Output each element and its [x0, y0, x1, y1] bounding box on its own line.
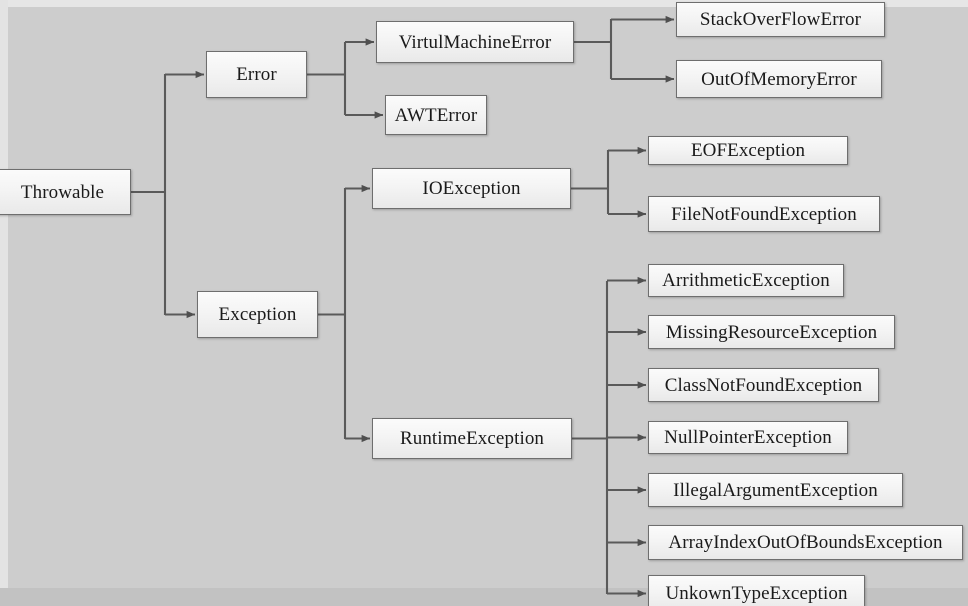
- node-label: ArrithmeticException: [662, 270, 830, 291]
- node-virtulmachineerror[interactable]: VirtulMachineError: [376, 21, 574, 63]
- node-label: MissingResourceException: [665, 321, 878, 343]
- node-classnotfoundexception[interactable]: ClassNotFoundException: [648, 368, 879, 402]
- node-ioexception[interactable]: IOException: [372, 168, 571, 209]
- node-label: FileNotFoundException: [671, 203, 857, 225]
- node-label: ClassNotFoundException: [664, 374, 863, 396]
- node-label: Exception: [218, 304, 297, 325]
- frame-edge-top: [0, 0, 968, 7]
- node-eofexception[interactable]: EOFException: [648, 136, 848, 165]
- node-filenotfoundexception[interactable]: FileNotFoundException: [648, 196, 880, 232]
- node-exception[interactable]: Exception: [197, 291, 318, 338]
- node-label: OutOfMemoryError: [701, 68, 857, 90]
- node-label: VirtulMachineError: [398, 31, 552, 53]
- node-label: Error: [236, 64, 277, 85]
- node-label: Throwable: [20, 181, 105, 203]
- node-missingresourceexception[interactable]: MissingResourceException: [648, 315, 895, 349]
- node-outofmemoryerror[interactable]: OutOfMemoryError: [676, 60, 882, 98]
- node-awterror[interactable]: AWTError: [385, 95, 487, 135]
- node-arrithmeticexception[interactable]: ArrithmeticException: [648, 264, 844, 297]
- node-error[interactable]: Error: [206, 51, 307, 98]
- node-label: UnkownTypeException: [665, 583, 848, 604]
- node-nullpointerexception[interactable]: NullPointerException: [648, 421, 848, 454]
- node-label: StackOverFlowError: [699, 9, 862, 30]
- node-label: NullPointerException: [664, 427, 832, 448]
- node-label: IOException: [422, 178, 521, 199]
- node-label: AWTError: [394, 104, 478, 126]
- node-unkowntypeexception[interactable]: UnkownTypeException: [648, 575, 865, 606]
- node-stackoverflowerror[interactable]: StackOverFlowError: [676, 2, 885, 37]
- node-arrayindexoutofboundsexception[interactable]: ArrayIndexOutOfBoundsException: [648, 525, 963, 560]
- node-label: IllegalArgumentException: [673, 479, 878, 501]
- frame-edge-left: [0, 0, 8, 606]
- node-label: RuntimeException: [399, 428, 545, 449]
- node-throwable[interactable]: Throwable: [0, 169, 131, 215]
- node-runtimeexception[interactable]: RuntimeException: [372, 418, 572, 459]
- node-label: ArrayIndexOutOfBoundsException: [668, 532, 943, 553]
- node-illegalargumentexception[interactable]: IllegalArgumentException: [648, 473, 903, 507]
- node-label: EOFException: [690, 140, 806, 161]
